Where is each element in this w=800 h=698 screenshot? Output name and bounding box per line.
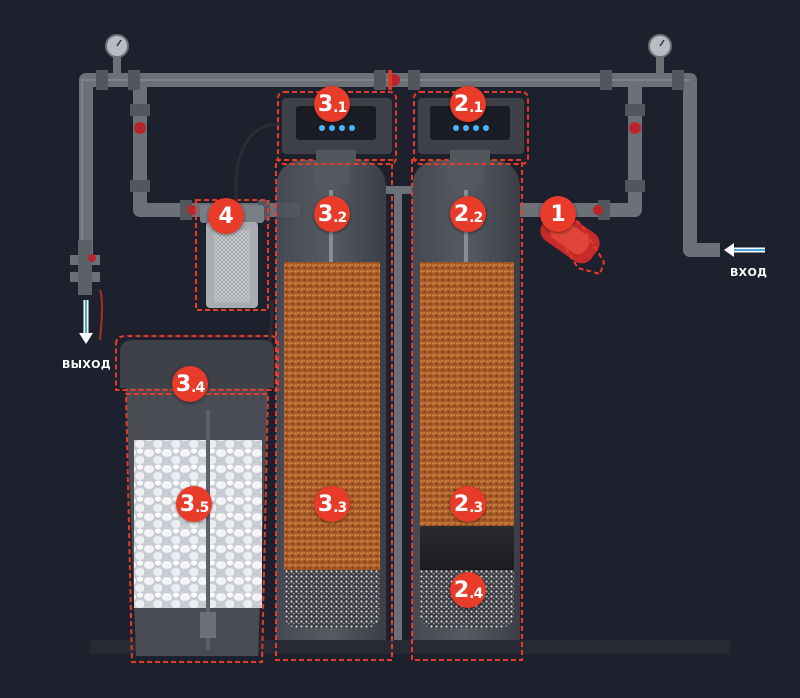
- iron-removal-tank: [411, 159, 523, 661]
- badge-3-1-control-head: 3.1: [314, 86, 350, 122]
- brine-tank: [115, 335, 279, 663]
- badge-1-strainer: 1: [540, 196, 576, 232]
- softener-tank: [275, 159, 393, 661]
- outlet-label: ВЫХОД: [62, 358, 111, 371]
- badge-3-4-brine-lid: 3.4: [172, 366, 208, 402]
- badge-3-3-resin: 3.3: [314, 486, 350, 522]
- inlet-arrow: [724, 243, 765, 257]
- outlet-manifold: [70, 240, 103, 341]
- pressure-gauge-left: [105, 34, 129, 75]
- pipework: [79, 73, 720, 262]
- badge-2-4-gravel: 2.4: [450, 572, 486, 608]
- brine-line: [234, 122, 281, 210]
- bypass-pipes: [386, 186, 412, 640]
- badge-2-2-tank-top: 2.2: [450, 196, 486, 232]
- valves: [134, 70, 641, 215]
- outlet-arrow: [79, 300, 93, 344]
- badge-3-2-tank-top: 3.2: [314, 196, 350, 232]
- inlet-label: ВХОД: [730, 266, 768, 279]
- iron-removal-control-head: [413, 91, 529, 165]
- pressure-gauge-right: [648, 34, 672, 75]
- badge-3-5-salt: 3.5: [176, 486, 212, 522]
- badge-2-3-media: 2.3: [450, 486, 486, 522]
- badge-4-cartridge: 4: [208, 198, 244, 234]
- badge-2-1-control-head: 2.1: [450, 86, 486, 122]
- softener-control-head: [277, 91, 397, 165]
